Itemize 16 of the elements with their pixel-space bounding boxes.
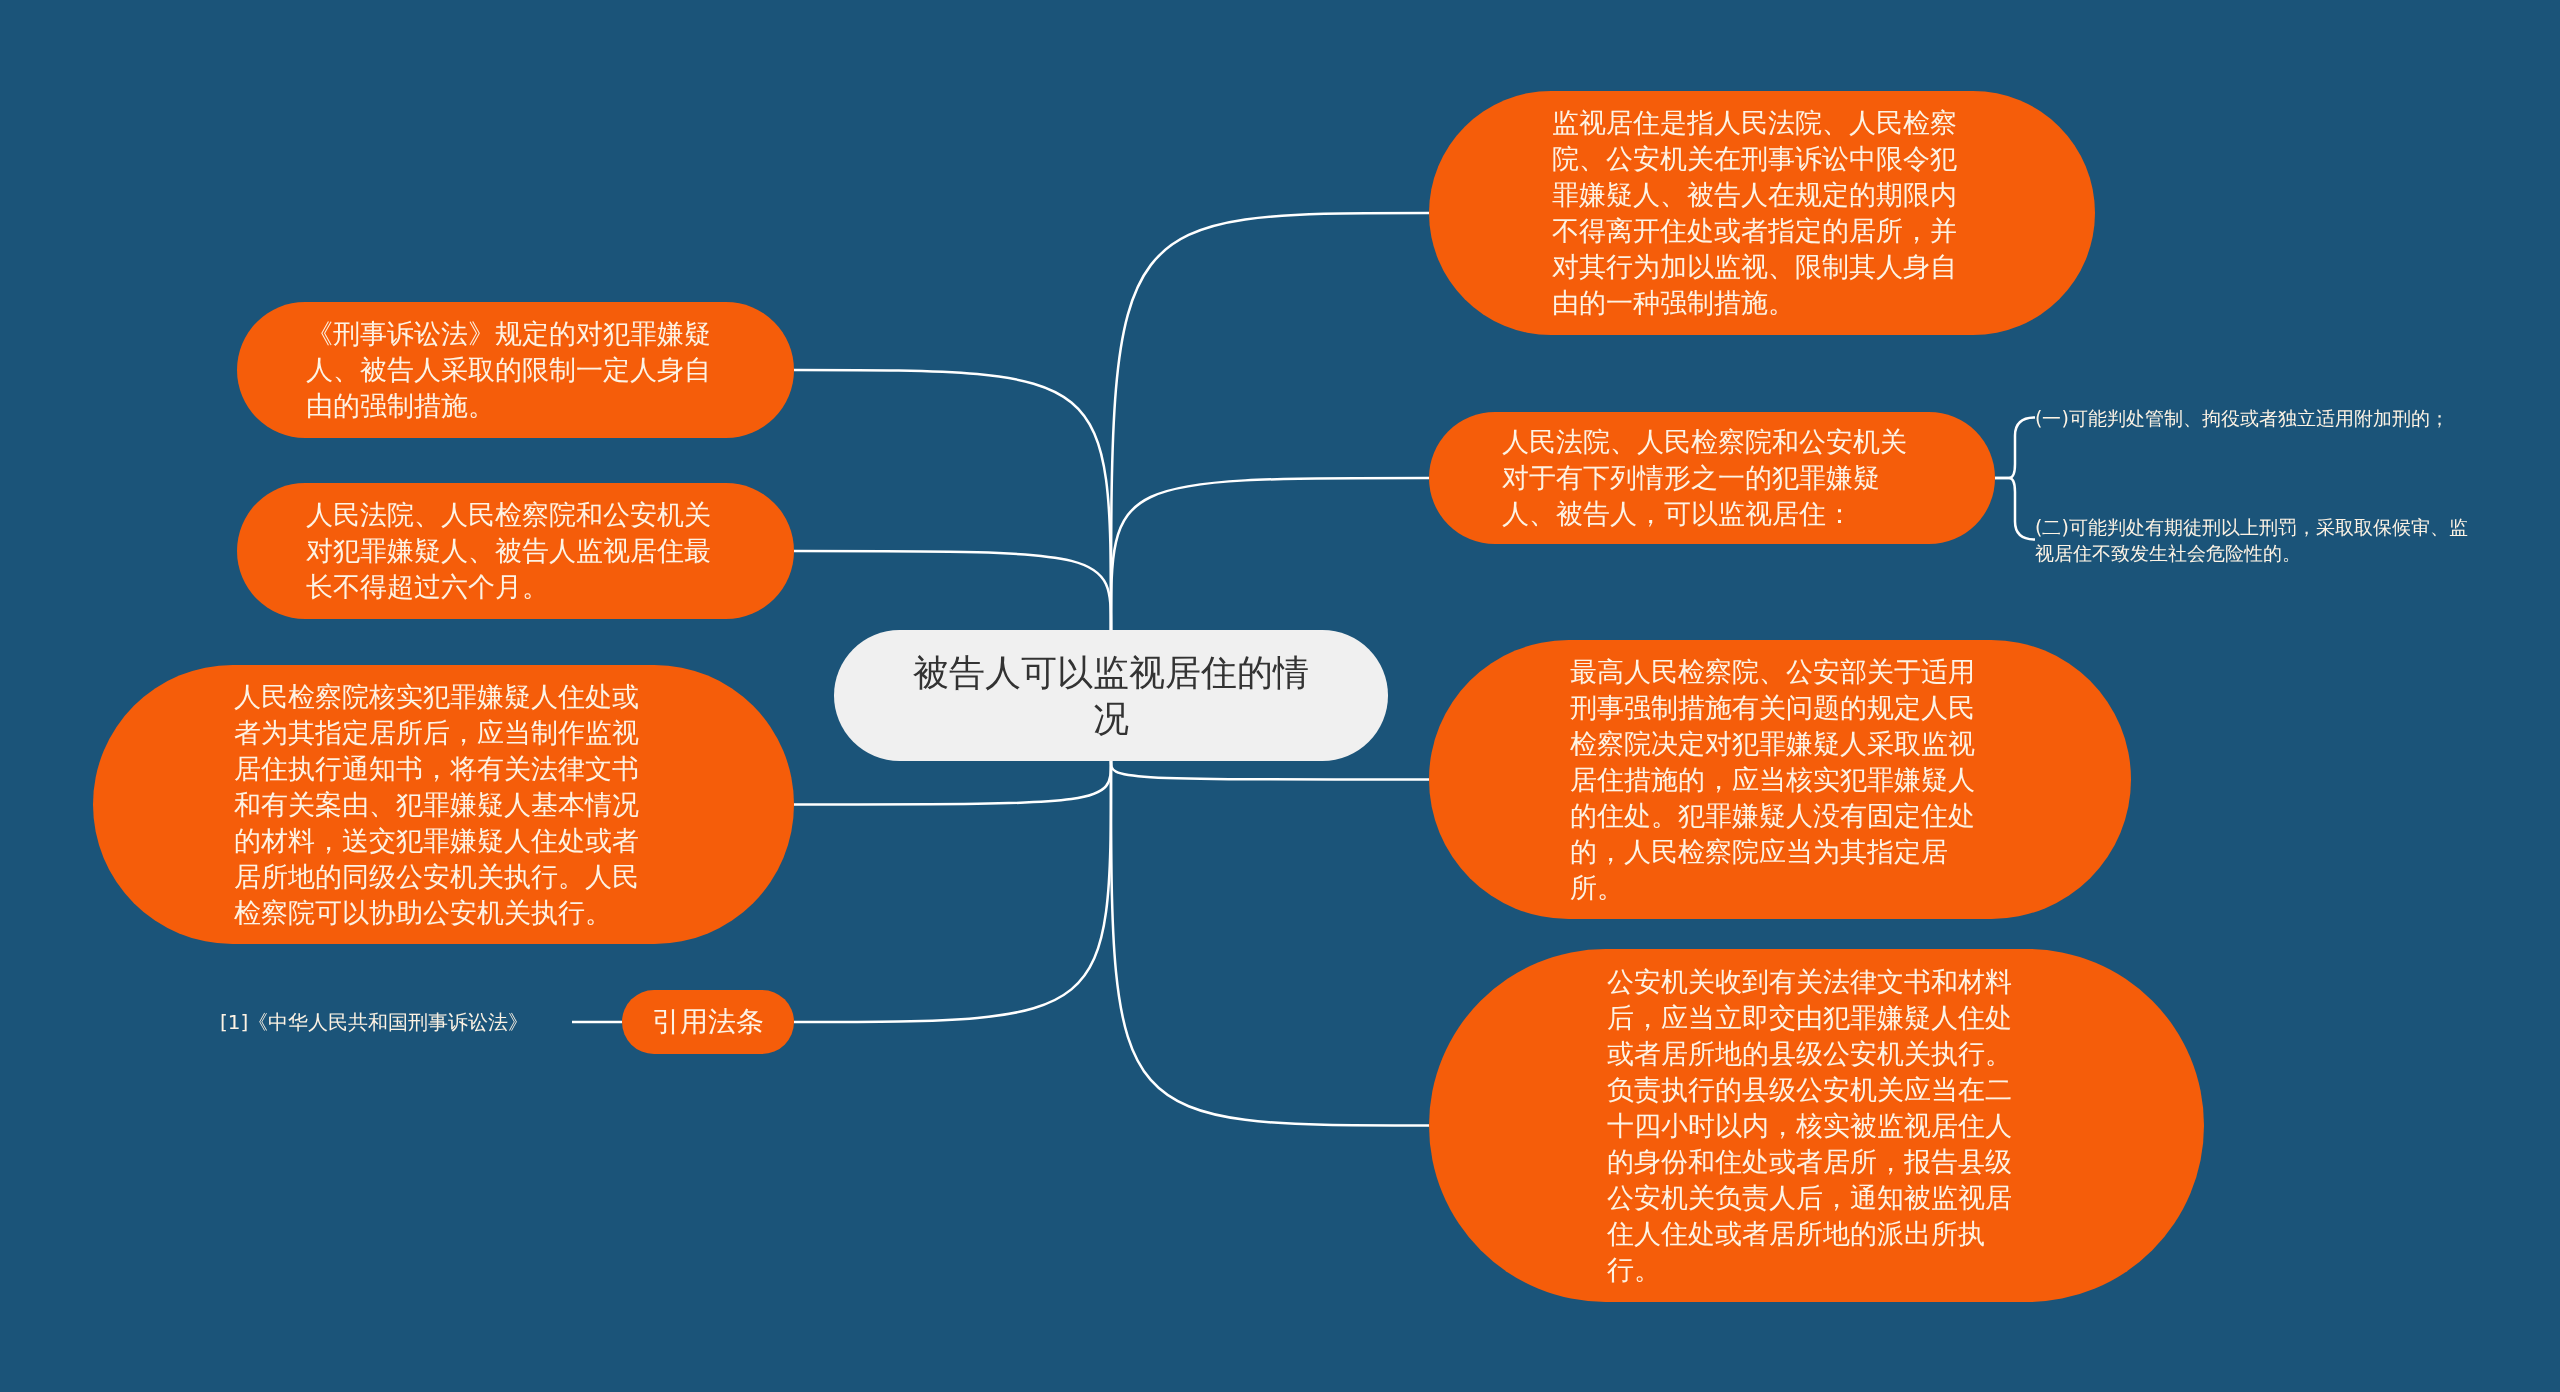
topic-text: 被告人可以监视居住的情况 bbox=[912, 650, 1310, 741]
topic-text: 最高人民检察院、公安部关于适用刑事强制措施有关问题的规定人民检察院决定对犯罪嫌疑人采取监视居住措施的，应当核实犯罪嫌疑人的住处。犯罪嫌疑人没有固定住处的，人民检察院应当为其指定居所。 bbox=[1570, 654, 1976, 905]
topic-text: 人民法院、人民检察院和公安机关对于有下列情形之一的犯罪嫌疑人、被告人，可以监视居住： bbox=[1502, 425, 1908, 531]
note-text: [1]《中华人民共和国刑事诉讼法》 bbox=[220, 1009, 530, 1036]
connector-line bbox=[572, 1020, 622, 1024]
note-text: (一)可能判处管制、拘役或者独立适用附加刑的； bbox=[2035, 405, 2450, 431]
topic-text: 人民法院、人民检察院和公安机关对犯罪嫌疑人、被告人监视居住最长不得超过六个月。 bbox=[305, 498, 712, 604]
topic-text: 《刑事诉讼法》规定的对犯罪嫌疑人、被告人采取的限制一定人身自由的强制措施。 bbox=[305, 317, 712, 423]
topic-text: 公安机关收到有关法律文书和材料后，应当立即交由犯罪嫌疑人住处或者居所地的县级公安机关执行。负责执行的县级公安机关应当在二十四小时以内，核实被监视居住人的身份和住处或者居所，报告县级公安机关负责人后，通知被监视居住人住处或者居所地的派出所执行。 bbox=[1606, 964, 2013, 1287]
topic-text: 人民检察院核实犯罪嫌疑人住处或者为其指定居所后，应当制作监视居住执行通知书，将有关法律文书和有关案由、犯罪嫌疑人基本情况的材料，送交犯罪嫌疑人住处或者居所地的同级公安机关执行。人民检察院可以协助公安机关执行。 bbox=[233, 679, 640, 930]
connector-line bbox=[1109, 476, 1429, 630]
bracket-connector bbox=[1995, 476, 2036, 541]
topic-text: 引用法条 bbox=[651, 1004, 765, 1040]
topic-text: 监视居住是指人民法院、人民检察院、公安机关在刑事诉讼中限令犯罪嫌疑人、被告人在规定的期限内不得离开住处或者指定的居所，并对其行为加以监视、限制其人身自由的一种强制措施。 bbox=[1552, 106, 1958, 320]
note-text: (二)可能判处有期徒刑以上刑罚，采取取保候审、监视居住不致发生社会危险性的。 bbox=[2035, 514, 2469, 566]
connector-line bbox=[1109, 761, 1429, 1127]
